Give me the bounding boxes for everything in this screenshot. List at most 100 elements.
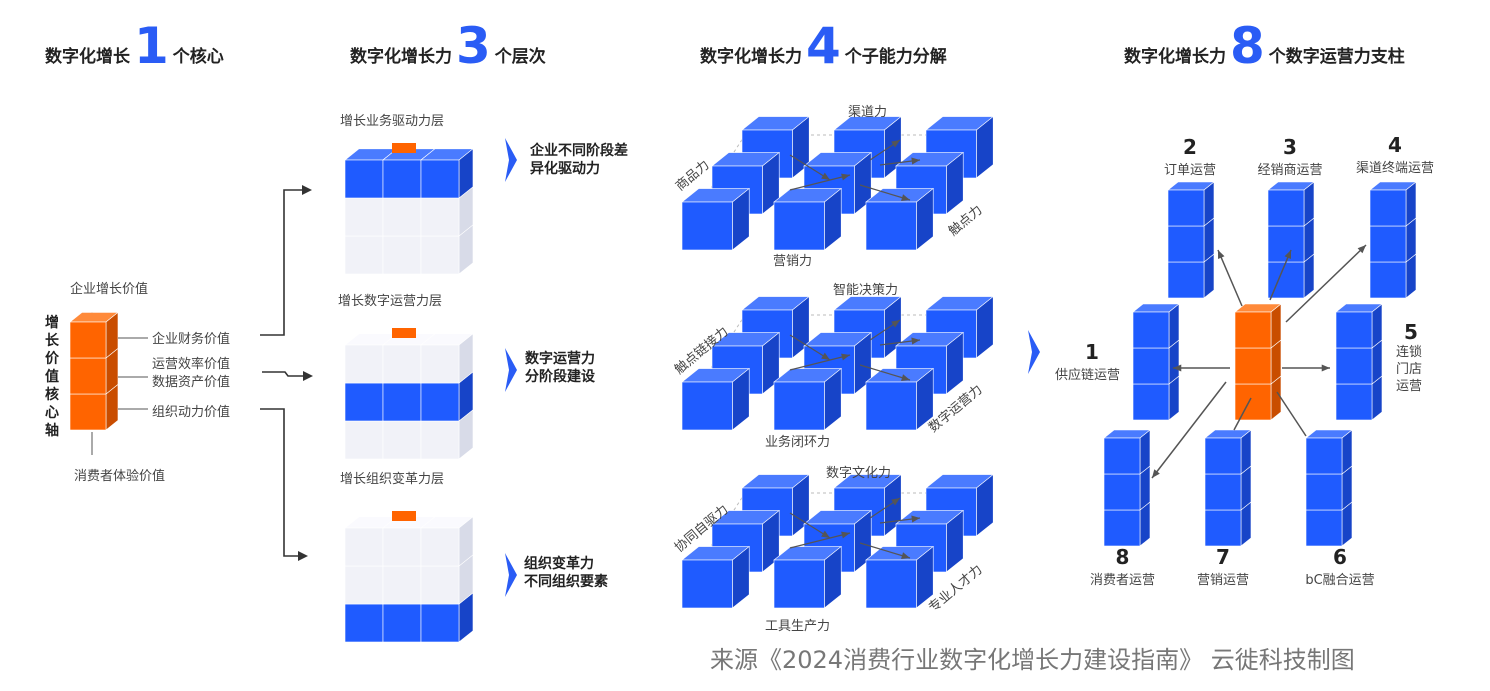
pillar-label: 供应链运营: [1055, 368, 1121, 383]
rubik-cube-business-front: [382, 235, 422, 275]
capability-cube-front: [773, 201, 825, 251]
pillar-7: 7 营销运营: [1183, 545, 1263, 588]
pillar-cube-4-side: [1405, 181, 1417, 227]
capability-cube-front: [681, 201, 733, 251]
core-cube-front: [69, 321, 107, 359]
connector-line: [262, 371, 305, 377]
layer-desc-line: 分阶段建设: [525, 369, 595, 385]
pillar-cube-8-front: [1103, 437, 1141, 475]
capability-cube-front: [865, 201, 917, 251]
arrow-head: [841, 353, 850, 361]
cluster-top-label: 渠道力: [848, 105, 888, 120]
layer-desc-line: 不同组织要素: [524, 574, 608, 590]
pillar-cube-7-front: [1204, 509, 1242, 547]
title-text: 数字化增长力: [700, 47, 802, 67]
rubik-cube-operations-front: [420, 382, 460, 422]
rubik-cube-business-front: [382, 159, 422, 199]
pillar-cube-7-front: [1204, 473, 1242, 511]
arrow-head: [1152, 469, 1160, 478]
title-text: 个数字运营力支柱: [1268, 47, 1405, 67]
rubik-cube-business-front: [344, 197, 384, 237]
layer-desc: 企业不同阶段差异化驱动力: [530, 142, 628, 178]
pillar-number: 8: [1115, 545, 1130, 569]
pillar-label: 营销运营: [1196, 573, 1249, 588]
pillar-cube-7-front: [1204, 437, 1242, 475]
orange-center-tile: [392, 328, 416, 338]
rubik-cube-organization-front: [344, 527, 384, 567]
title-number: 1: [134, 17, 169, 75]
title-text: 数字化增长: [45, 47, 130, 67]
pillar-cube-5-side: [1371, 303, 1383, 349]
arrow-line: [859, 542, 911, 559]
rubik-cube-organization-front: [382, 527, 422, 567]
title-number: 3: [456, 17, 491, 75]
cluster-bottom-label: 工具生产力: [765, 619, 831, 634]
pillar-cube-8-front: [1103, 509, 1141, 547]
cluster-bottom-label: 业务闭环力: [765, 435, 831, 450]
core-cube-front: [69, 357, 107, 395]
title-number: 8: [1230, 17, 1265, 75]
chevron-icon: [505, 348, 517, 392]
center-pillar-cube-front: [1234, 347, 1272, 385]
rubik-cube-organization-front: [420, 603, 460, 643]
pillar-cube-5-front: [1335, 311, 1373, 349]
arrow-head: [891, 320, 900, 328]
rubik-cube-operations-front: [420, 344, 460, 384]
connector-line: [1285, 244, 1367, 323]
arrow-head: [1321, 364, 1330, 372]
arrow-head: [901, 194, 910, 201]
pillar-cube-1-side: [1168, 303, 1180, 349]
pillar-label: 连锁门店运营: [1396, 345, 1423, 394]
arrow-head: [821, 352, 830, 360]
source-footer: 来源《2024消费行业数字化增长力建设指南》 云徙科技制图: [710, 646, 1355, 674]
pillar-cube-2-front: [1167, 189, 1205, 227]
capability-cube-front: [773, 559, 825, 609]
pillar-number: 5: [1404, 320, 1418, 344]
capability-cube-front: [865, 381, 917, 431]
pillar-cube-8-front: [1103, 473, 1141, 511]
core-data-label: 数据资产价值: [152, 375, 231, 390]
pillar-cube-7-side: [1240, 429, 1252, 475]
rubik-cube-operations-front: [382, 420, 422, 460]
core-ops-label: 运营效率价值: [152, 357, 231, 372]
pillar-cube-1-front: [1132, 311, 1170, 349]
connector-line: [1269, 249, 1292, 301]
rubik-cube-business-front: [420, 197, 460, 237]
core-bottom-label: 消费者体验价值: [74, 469, 166, 484]
arrow-head: [1173, 364, 1182, 372]
cluster-top-label: 数字文化力: [826, 466, 892, 481]
arrow-line: [859, 364, 911, 381]
pillar-number: 3: [1283, 135, 1297, 159]
title-text: 数字化增长力: [1124, 47, 1226, 67]
pillar-cube-5-front: [1335, 383, 1373, 421]
capability-cube-front: [681, 381, 733, 431]
layer-desc-line: 组织变革力: [524, 556, 594, 572]
pillar-cube-2-front: [1167, 261, 1205, 299]
arrow-head: [901, 552, 910, 559]
title-number: 4: [806, 17, 841, 75]
pillar-cube-4-front: [1369, 189, 1407, 227]
connector-line: [260, 189, 305, 336]
pillar-number: 4: [1388, 133, 1402, 157]
rubik-cube-operations-front: [344, 382, 384, 422]
arrow-line: [859, 184, 911, 201]
pillar-cube-1-front: [1132, 347, 1170, 385]
arrow-head: [821, 530, 830, 538]
pillar-number: 7: [1216, 545, 1230, 569]
rubik-cube-organization-front: [344, 603, 384, 643]
rubik-cube-organization-front: [382, 565, 422, 605]
chevron-icon: [505, 553, 517, 597]
rubik-cube-organization-front: [420, 565, 460, 605]
core-finance-label: 企业财务价值: [152, 332, 231, 347]
rubik-cube-business-front: [420, 159, 460, 199]
pillar-cube-1-front: [1132, 383, 1170, 421]
